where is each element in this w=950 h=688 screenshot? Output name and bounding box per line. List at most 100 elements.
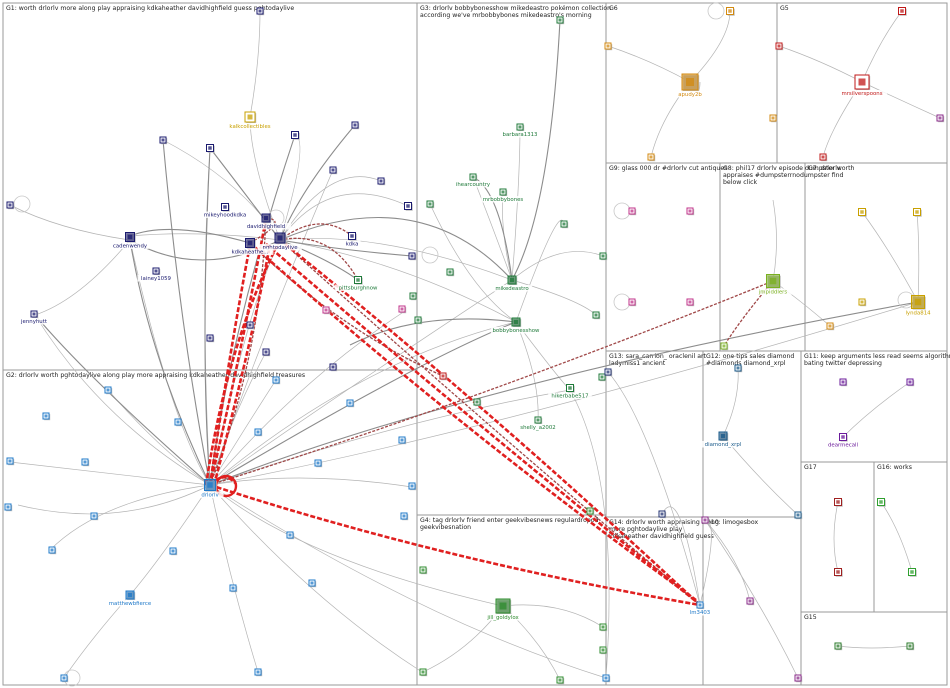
- node-avatar: [332, 366, 335, 369]
- node-avatar: [51, 549, 54, 552]
- node: [629, 299, 636, 306]
- node-avatar: [207, 482, 213, 488]
- group-label-g7: G7: drlorlv: [808, 165, 841, 172]
- node-avatar: [631, 210, 634, 213]
- node-label-ihearcountry: ihearcountry: [456, 182, 491, 188]
- edge: [779, 46, 862, 82]
- node-avatar: [770, 278, 777, 285]
- group-box-g16: [874, 462, 947, 612]
- node-avatar: [259, 10, 262, 13]
- node-lm3403: [697, 602, 704, 609]
- node-avatar: [519, 126, 522, 129]
- node-avatar: [900, 9, 904, 13]
- edge: [210, 485, 258, 672]
- node-avatar: [317, 462, 320, 465]
- node: [273, 377, 280, 384]
- node-avatar: [721, 434, 725, 438]
- edge: [862, 11, 902, 82]
- edge: [512, 127, 520, 280]
- node-avatar: [500, 603, 507, 610]
- edge: [130, 229, 250, 243]
- node: [648, 154, 655, 161]
- node: [474, 399, 481, 406]
- group-label-g1: G1: worth drlorlv more along play apprai…: [6, 5, 294, 12]
- node: [835, 499, 843, 507]
- node-avatar: [607, 371, 610, 374]
- node: [827, 323, 834, 330]
- node-avatar: [9, 460, 12, 463]
- node-avatar: [354, 124, 357, 127]
- group-label-g8-line2: appraises #dumpsterrnodumpster find: [723, 172, 844, 179]
- node: [399, 437, 406, 444]
- edge: [773, 281, 830, 326]
- node-label-bobbybonesshow: bobbybonesshow: [493, 328, 541, 334]
- node: [440, 373, 447, 380]
- node: [207, 335, 214, 342]
- edge: [35, 315, 210, 485]
- node-avatar: [602, 626, 605, 629]
- node: [170, 548, 177, 555]
- node: [587, 508, 594, 515]
- edge: [881, 502, 912, 572]
- group-box-g3: [417, 3, 606, 515]
- node-avatar: [208, 146, 212, 150]
- node-avatar: [84, 461, 87, 464]
- group-box-g9: [606, 163, 720, 351]
- group-boxes: [3, 3, 947, 685]
- node-avatar: [380, 180, 383, 183]
- edge: [773, 200, 777, 281]
- node: [820, 154, 827, 161]
- node-avatar: [723, 345, 726, 348]
- edge: [838, 646, 910, 648]
- node-avatar: [332, 169, 335, 172]
- node: [835, 643, 842, 650]
- node: [399, 306, 406, 313]
- node: [687, 299, 694, 306]
- node: [776, 43, 783, 50]
- group-box-g1: [3, 3, 417, 370]
- node-avatar: [797, 514, 800, 517]
- node: [420, 669, 427, 676]
- node-label-barbara1313: barbara1313: [503, 132, 538, 138]
- node-avatar: [502, 191, 505, 194]
- edge: [250, 11, 260, 117]
- node-avatar: [349, 402, 352, 405]
- self-loop: [14, 196, 30, 212]
- node-davidhighfield: [262, 214, 271, 223]
- node: [5, 504, 12, 511]
- node-avatar: [602, 649, 605, 652]
- self-loop: [614, 294, 630, 310]
- node-label-lynda814: lynda814: [905, 311, 931, 317]
- group-label-g3-line1: G3: drlorlv bobbybonesshow mikedeastro p…: [420, 4, 611, 12]
- node-avatar: [93, 515, 96, 518]
- edges-dark: [35, 20, 918, 485]
- group-label-g2: G2: drlorlv worth pghtodaylive along pla…: [6, 372, 305, 379]
- node-label-lainey1059: lainey1059: [141, 276, 172, 282]
- node-avatar: [749, 600, 752, 603]
- node: [410, 293, 417, 300]
- group-label-g10: G10: limogesbox: [706, 519, 758, 526]
- node-avatar: [778, 45, 781, 48]
- group-label-g6: G6: [609, 5, 618, 12]
- node-mikedeastro: [508, 276, 517, 285]
- node: [914, 209, 922, 217]
- node-avatar: [568, 386, 572, 390]
- edge: [18, 485, 210, 514]
- node-avatar: [837, 645, 840, 648]
- node-avatar: [278, 236, 283, 241]
- node-label-shelly_a2002: shelly_a2002: [520, 425, 555, 431]
- node-avatar: [249, 324, 252, 327]
- node: [323, 307, 330, 314]
- node-avatar: [264, 216, 268, 220]
- edge: [280, 240, 516, 322]
- node-label-kdka: kdka: [346, 242, 359, 248]
- node-apudy2b: [682, 74, 699, 91]
- node: [409, 483, 416, 490]
- node-matthewbfierce: [126, 591, 135, 600]
- node-avatar: [177, 421, 180, 424]
- edge: [210, 322, 516, 485]
- node-avatar: [797, 677, 800, 680]
- node-label-pittsburghnow: pittsburghnow: [339, 286, 378, 292]
- node-jennyhutt: [31, 311, 38, 318]
